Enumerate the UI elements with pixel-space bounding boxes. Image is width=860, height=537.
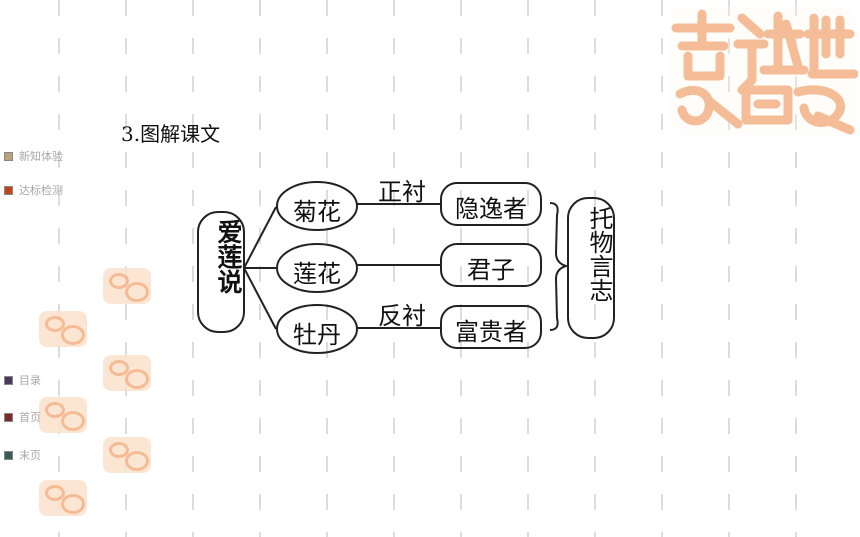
connector-line — [243, 267, 277, 330]
decorative-seal-icon — [103, 437, 151, 473]
sidebar-link-test[interactable]: 达标检测 — [4, 183, 63, 197]
person-node — [440, 305, 542, 349]
flower-node — [276, 181, 358, 231]
nav-link-home[interactable]: 首页 — [4, 410, 41, 424]
sidebar-link-label: 达标检测 — [19, 184, 63, 197]
decorative-seal-icon — [39, 311, 87, 347]
square-bullet-icon — [4, 185, 13, 195]
section-title: 3.图解课文 — [121, 122, 221, 146]
nav-link-label: 末页 — [19, 449, 41, 462]
decorative-seal-icon — [103, 268, 151, 304]
decorative-seal-icon — [103, 355, 151, 391]
decorative-seal-logo — [670, 6, 858, 135]
sidebar-link-label: 新知体验 — [19, 150, 63, 163]
relation-label-positive-contrast: 正衬 — [378, 178, 426, 206]
square-bullet-icon — [4, 151, 13, 161]
brace-bracket — [549, 202, 570, 331]
decorative-seal-icon — [39, 397, 87, 433]
flower-node — [276, 243, 358, 293]
connector-line — [243, 206, 277, 269]
decorative-seal-icon — [39, 480, 87, 516]
square-bullet-icon — [4, 375, 13, 385]
relation-label-negative-contrast: 反衬 — [378, 302, 426, 330]
nav-link-label: 目录 — [19, 374, 41, 387]
person-node — [440, 243, 542, 287]
conclusion-label: 托物言志 — [585, 206, 613, 302]
nav-link-contents[interactable]: 目录 — [4, 373, 41, 387]
flower-label-chrysanthemum: 菊花 — [293, 198, 341, 226]
conclusion-node-box — [567, 197, 615, 339]
person-label-wealthy: 富贵者 — [455, 318, 527, 346]
flower-label-peony: 牡丹 — [293, 321, 341, 349]
center-node-box — [197, 211, 245, 333]
square-bullet-icon — [4, 450, 13, 460]
person-label-gentleman: 君子 — [467, 256, 515, 284]
person-label-recluse: 隐逸者 — [455, 195, 527, 223]
person-node — [440, 182, 542, 226]
nav-link-last[interactable]: 末页 — [4, 448, 41, 462]
center-node-label: 爱莲说 — [214, 219, 243, 294]
nav-link-label: 首页 — [19, 411, 41, 424]
flower-label-lotus: 莲花 — [293, 260, 341, 288]
sidebar-link-new-knowledge[interactable]: 新知体验 — [4, 149, 63, 163]
square-bullet-icon — [4, 412, 13, 422]
